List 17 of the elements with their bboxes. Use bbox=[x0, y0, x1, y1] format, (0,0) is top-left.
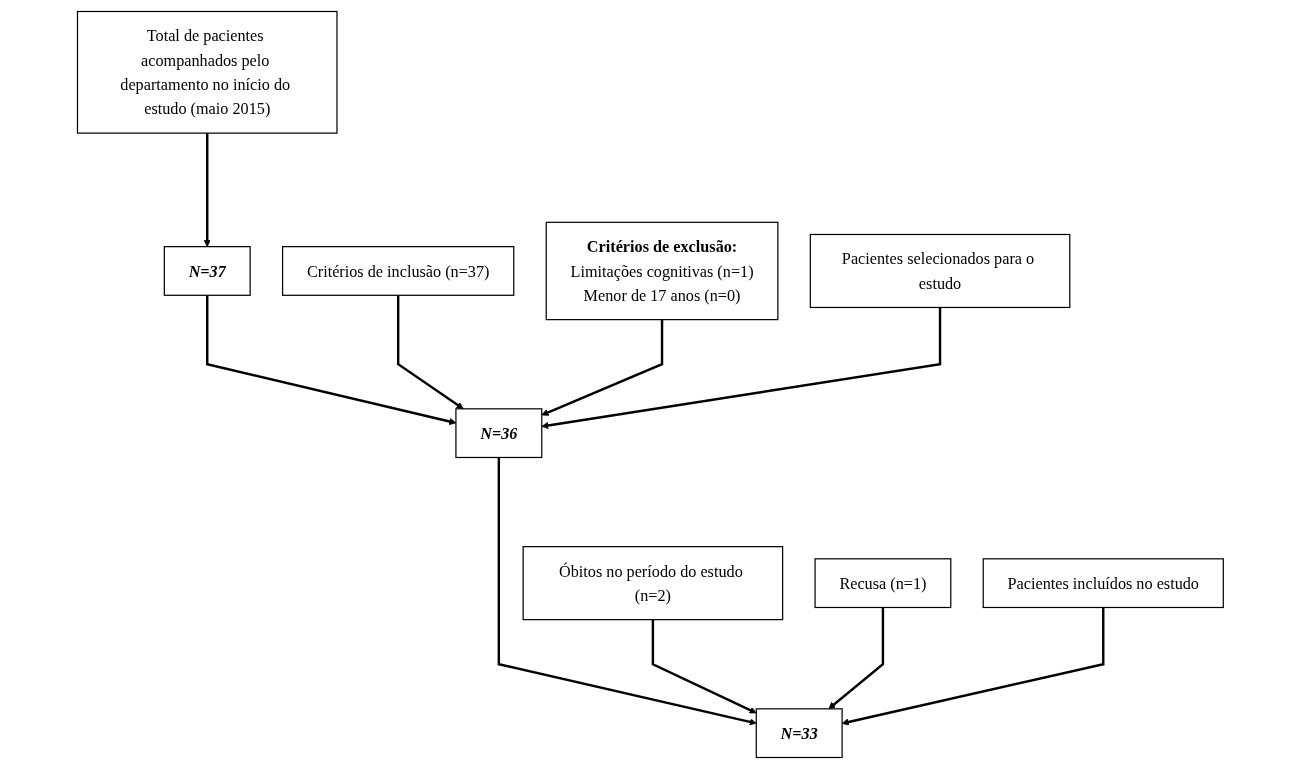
node-box: Pacientes incluídos no estudo bbox=[982, 558, 1224, 609]
arrow bbox=[203, 133, 211, 247]
arrow bbox=[205, 295, 456, 425]
arrow bbox=[396, 295, 464, 410]
arrow bbox=[541, 319, 663, 416]
node-box: N=37 bbox=[163, 246, 251, 296]
node-box: Critérios de exclusão: Limitações cognitivas (n=1) Menor de 17 anos (n=0) bbox=[545, 221, 779, 321]
arrow bbox=[841, 607, 1105, 726]
node-box: N=33 bbox=[755, 708, 843, 759]
node-box: Recusa (n=1) bbox=[814, 558, 951, 609]
arrow bbox=[541, 307, 941, 429]
node-box: Total de pacientes acompanhados pelo departamento no início do estudo (maio 2015) bbox=[76, 10, 338, 134]
arrow bbox=[828, 607, 884, 710]
node-box: N=36 bbox=[454, 408, 542, 459]
node-box: Pacientes selecionados para o estudo bbox=[809, 233, 1070, 309]
node-box: Óbitos no período do estudo (n=2) bbox=[522, 546, 783, 621]
node-box: Critérios de inclusão (n=37) bbox=[281, 246, 514, 296]
